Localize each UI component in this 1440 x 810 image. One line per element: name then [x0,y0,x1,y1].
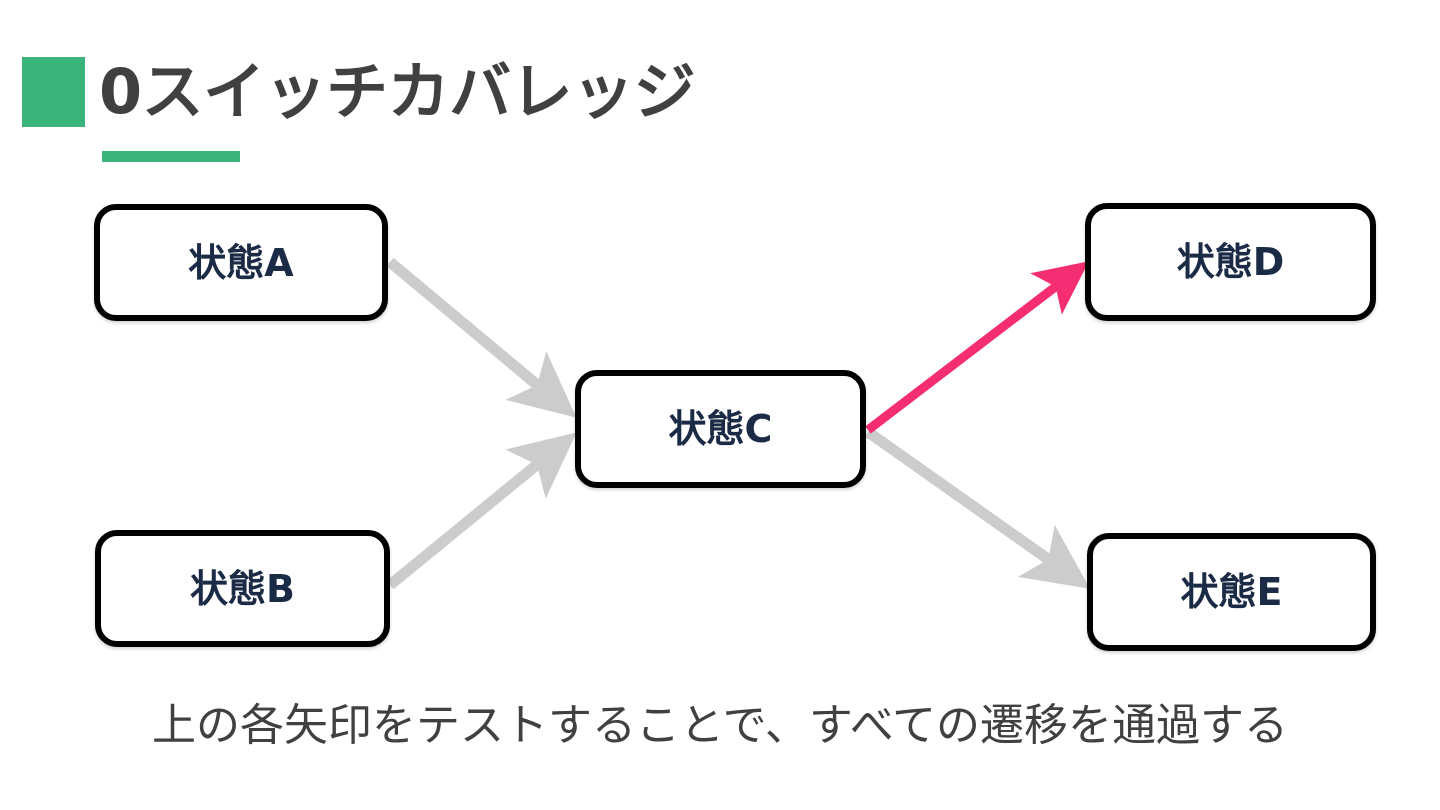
state-node-d[interactable]: 状態D [1085,203,1376,321]
title-bullet-square [22,57,85,127]
state-node-b-label: 状態B [190,566,295,611]
state-node-d-label: 状態D [1176,240,1285,284]
state-node-e-label: 状態E [1180,570,1283,614]
state-node-e[interactable]: 状態E [1087,533,1376,651]
title-underline-bar [102,151,240,162]
edge-a-to-c [386,257,577,418]
page-title: 0スイッチカバレッジ [22,52,696,132]
slide-caption: 上の各矢印をテストすることで、すべての遷移を通過する [151,700,1289,751]
edge-b-to-c [386,432,577,590]
state-node-a[interactable]: 状態A [94,204,388,321]
state-node-b[interactable]: 状態B [95,530,390,647]
state-node-c-label: 状態C [668,407,773,451]
edge-c-to-d [865,261,1089,434]
state-node-c[interactable]: 状態C [575,370,866,488]
state-node-a-label: 状態A [188,240,294,285]
title-text: 0スイッチカバレッジ [99,55,696,128]
edge-c-to-e [864,427,1091,589]
